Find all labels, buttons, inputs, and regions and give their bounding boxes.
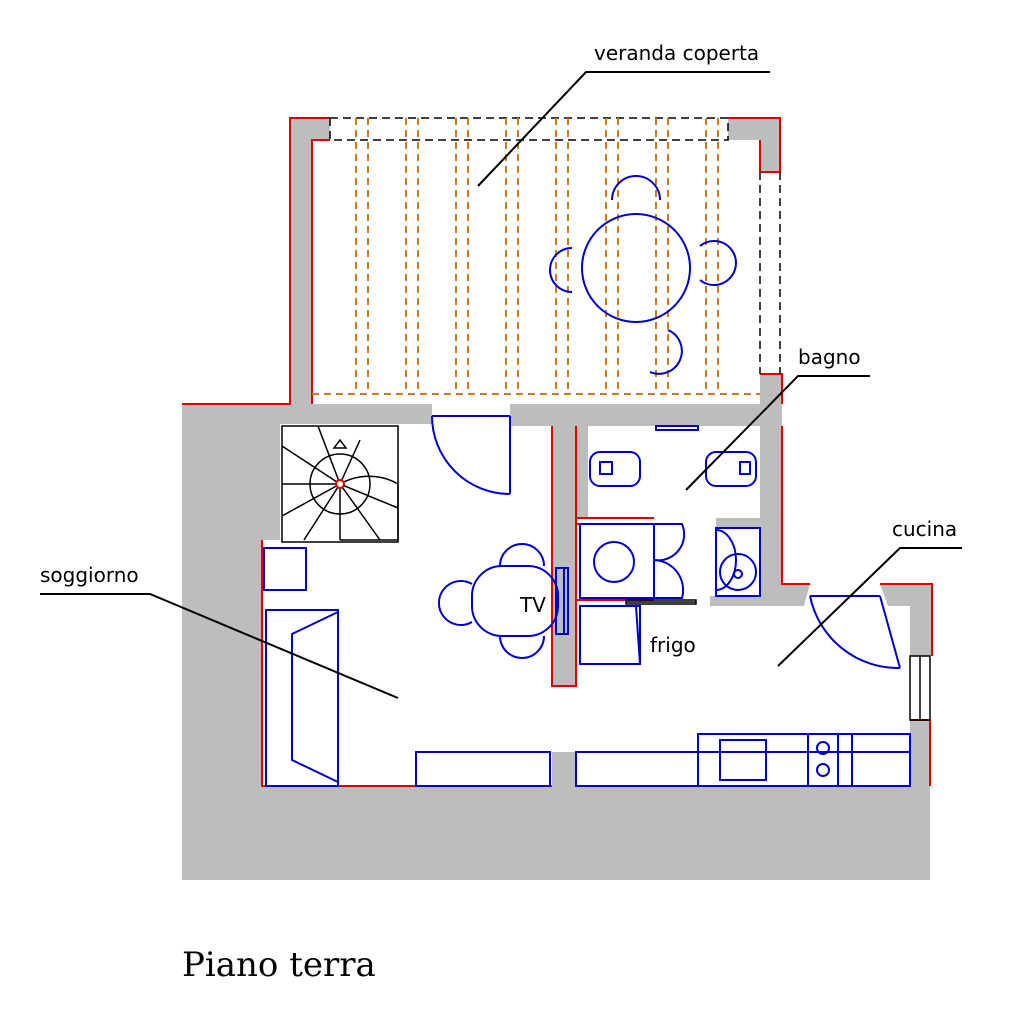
- bagno-room: [579, 425, 761, 605]
- door-entrance: [809, 595, 901, 670]
- label-veranda: veranda coperta: [594, 41, 759, 65]
- label-tv: TV: [519, 593, 546, 617]
- soggiorno-room: [263, 415, 642, 787]
- wall-bagno-inner: [576, 426, 588, 518]
- round-table: [581, 213, 691, 323]
- sink: [705, 451, 757, 487]
- chair-bottom: [649, 329, 683, 375]
- counter-right: [837, 733, 911, 787]
- label-cucina: cucina: [892, 517, 957, 541]
- wall-veranda-corner: [728, 118, 780, 172]
- ground-mass: [182, 118, 930, 880]
- leader-veranda: [477, 71, 770, 187]
- armchair: [263, 547, 307, 591]
- leader-soggiorno: [40, 593, 399, 699]
- chair-right: [699, 240, 737, 286]
- wall-partition: [552, 426, 576, 686]
- toilet: [589, 451, 641, 487]
- counter-left: [575, 751, 699, 787]
- label-soggiorno: soggiorno: [40, 563, 139, 587]
- dining-set: [437, 543, 569, 659]
- fridge: [579, 605, 642, 665]
- leader-bagno: [685, 375, 870, 491]
- wall-band-mid: [510, 404, 782, 426]
- dining-table: [471, 565, 559, 637]
- veranda-table-set: [549, 175, 737, 375]
- leaders: [40, 71, 962, 699]
- plan-title: Piano terra: [182, 945, 376, 985]
- veranda-beams: [312, 118, 760, 395]
- label-frigo: frigo: [650, 633, 696, 657]
- wall-cucina-right: [880, 584, 932, 656]
- low-cabinet: [415, 751, 551, 787]
- washbasin: [715, 527, 761, 597]
- label-bagno: bagno: [798, 345, 861, 369]
- wall-bagno-right: [710, 426, 810, 606]
- spiral-stair: [281, 425, 399, 543]
- veranda-opening: [329, 117, 729, 141]
- cucina-room: [575, 595, 931, 787]
- wall-bagno-stub: [716, 518, 760, 528]
- walls: [182, 118, 932, 880]
- chair-left: [549, 247, 573, 293]
- sofa: [265, 609, 339, 787]
- window-right: [909, 655, 931, 721]
- chair-top: [611, 175, 661, 201]
- wall-veranda-right: [760, 374, 782, 404]
- veranda: [312, 117, 781, 395]
- kitchen-sink-base: [697, 733, 809, 787]
- door-veranda: [431, 415, 511, 495]
- kitchen-sink: [719, 739, 767, 781]
- leader-cucina: [777, 547, 962, 667]
- shower: [579, 523, 686, 599]
